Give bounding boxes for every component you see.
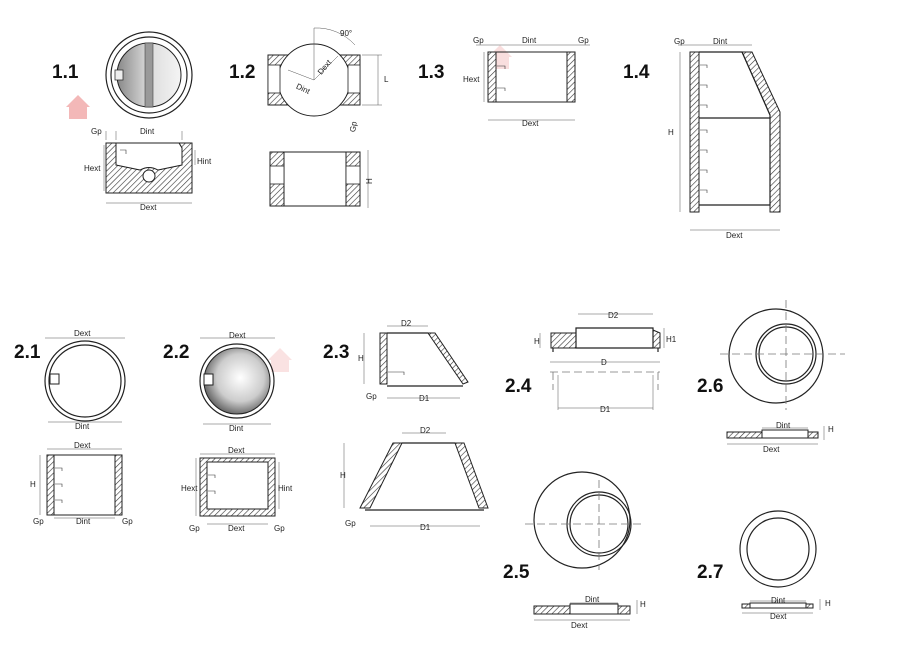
house-watermark-icon — [66, 95, 90, 119]
svg-text:H: H — [340, 471, 346, 480]
svg-text:Gp: Gp — [366, 392, 377, 401]
svg-text:Dint: Dint — [585, 595, 600, 604]
svg-text:Dext: Dext — [140, 203, 157, 212]
svg-text:Dext: Dext — [763, 445, 780, 454]
svg-text:Dext: Dext — [74, 329, 91, 338]
figure-number: 2.7 — [697, 562, 723, 583]
svg-text:H: H — [668, 128, 674, 137]
figure-1-1: 1.1 Gp Dint Hext Hint Dext — [52, 31, 212, 212]
svg-text:Gp: Gp — [274, 524, 285, 533]
svg-text:D2: D2 — [420, 426, 431, 435]
figure-2-4: 2.4 D2 H H1 D D1 — [505, 311, 677, 414]
figure-1-3: 1.3 Gp Dint Gp Hext Dext — [418, 36, 590, 128]
figure-number: 2.2 — [163, 342, 189, 363]
svg-text:Dint: Dint — [522, 36, 537, 45]
svg-text:Gp: Gp — [189, 524, 200, 533]
figure-2-3: 2.3 D2 H Gp D1 D2 H Gp D1 — [323, 319, 489, 532]
svg-text:L: L — [384, 75, 389, 84]
figure-2-2: 2.2 Dext Dint Dext Hext Hint Gp Dext Gp — [163, 331, 293, 533]
svg-text:H: H — [365, 178, 374, 184]
svg-text:Dint: Dint — [776, 421, 791, 430]
svg-text:Dext: Dext — [770, 612, 787, 621]
svg-text:Hext: Hext — [181, 484, 198, 493]
figure-number: 2.4 — [505, 376, 532, 397]
svg-text:Gp: Gp — [345, 519, 356, 528]
svg-text:90°: 90° — [340, 29, 352, 38]
svg-text:D1: D1 — [419, 394, 430, 403]
figure-2-6: 2.6 Dint H Dext — [697, 300, 845, 454]
svg-text:Dint: Dint — [713, 37, 728, 46]
svg-text:H: H — [30, 480, 36, 489]
svg-text:Dext: Dext — [522, 119, 539, 128]
figure-number: 1.2 — [229, 62, 255, 83]
svg-text:Gp: Gp — [91, 127, 102, 136]
svg-text:Dint: Dint — [771, 596, 786, 605]
svg-text:Dext: Dext — [228, 524, 245, 533]
figure-1-4: 1.4 Gp Dint H Dext — [623, 37, 781, 240]
svg-text:H: H — [640, 600, 646, 609]
svg-text:Dint: Dint — [229, 424, 244, 433]
figure-number: 1.3 — [418, 62, 444, 83]
svg-text:H: H — [534, 337, 540, 346]
svg-text:H: H — [828, 425, 834, 434]
svg-text:Hext: Hext — [84, 164, 101, 173]
svg-text:Dint: Dint — [76, 517, 91, 526]
svg-text:H: H — [825, 599, 831, 608]
figure-2-1: 2.1 Dext Dint Dext H Gp Dint Gp — [14, 329, 133, 526]
svg-text:Dext: Dext — [726, 231, 743, 240]
figure-number: 2.3 — [323, 342, 349, 363]
figure-number: 1.4 — [623, 62, 650, 83]
figure-number: 1.1 — [52, 62, 79, 83]
svg-text:D2: D2 — [608, 311, 619, 320]
svg-text:Dint: Dint — [75, 422, 90, 431]
svg-text:Dext: Dext — [229, 331, 246, 340]
svg-text:D2: D2 — [401, 319, 412, 328]
figure-1-2: 1.2 90° Dext Dint L Gp H — [229, 27, 389, 208]
svg-text:D1: D1 — [420, 523, 431, 532]
figure-2-5: 2.5 Dint H Dext — [503, 471, 646, 630]
svg-text:Gp: Gp — [122, 517, 133, 526]
svg-text:D: D — [601, 358, 607, 367]
svg-text:Hext: Hext — [463, 75, 480, 84]
figure-2-7: 2.7 Dint H Dext — [697, 510, 831, 621]
svg-text:H: H — [358, 354, 364, 363]
svg-text:Hint: Hint — [278, 484, 293, 493]
figure-number: 2.6 — [697, 376, 723, 397]
svg-text:Gp: Gp — [33, 517, 44, 526]
svg-text:Dint: Dint — [140, 127, 155, 136]
svg-text:Dext: Dext — [571, 621, 588, 630]
svg-text:Gp: Gp — [473, 36, 484, 45]
svg-text:H1: H1 — [666, 335, 677, 344]
svg-text:Gp: Gp — [674, 37, 685, 46]
svg-text:Dext: Dext — [74, 441, 91, 450]
svg-text:Hint: Hint — [197, 157, 212, 166]
svg-text:Gp: Gp — [578, 36, 589, 45]
svg-text:D1: D1 — [600, 405, 611, 414]
svg-text:Dext: Dext — [228, 446, 245, 455]
figure-number: 2.5 — [503, 562, 530, 583]
figure-number: 2.1 — [14, 342, 41, 363]
svg-text:Gp: Gp — [348, 120, 359, 133]
